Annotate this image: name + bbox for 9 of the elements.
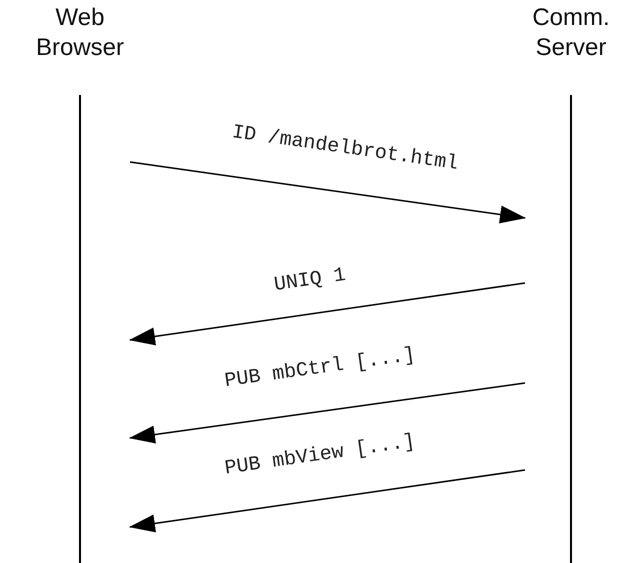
- message-arrow: [129, 469, 526, 532]
- edge-label: UNIQ 1: [272, 263, 348, 297]
- edge-label: PUB mbCtrl [...]: [223, 343, 417, 393]
- edge-label: PUB mbView [...]: [223, 430, 417, 480]
- message-arrow: [130, 161, 526, 224]
- message-arrow: [129, 382, 526, 444]
- participant-label: Comm. Server: [531, 3, 611, 63]
- message-arrow: [129, 282, 526, 346]
- participant-label: Web Browser: [34, 3, 126, 63]
